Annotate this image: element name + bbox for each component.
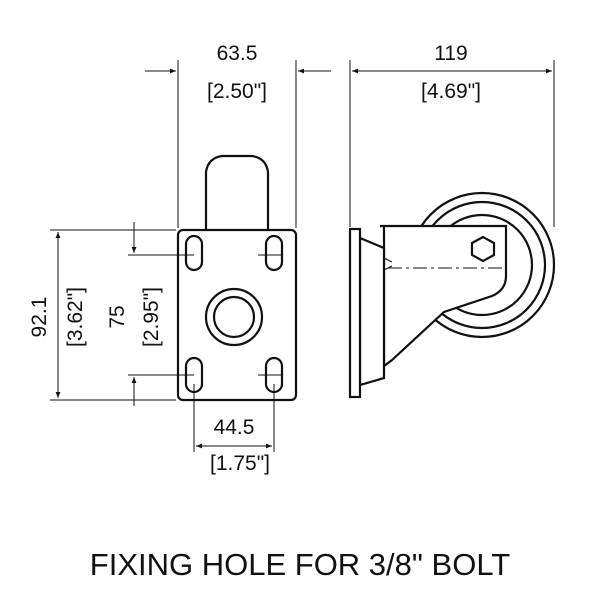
slot-hole-top-right bbox=[264, 234, 284, 272]
dimension-top-width: 63.5 [2.50"] bbox=[145, 42, 331, 228]
fork-bracket bbox=[380, 224, 508, 369]
hole-spacing-horizontal-mm: 44.5 bbox=[214, 416, 255, 439]
hole-spacing-horizontal-inch: [1.75"] bbox=[210, 452, 270, 475]
axle-nut bbox=[470, 235, 496, 263]
dimension-hole-spacing-horizontal: 44.5 [1.75"] bbox=[193, 384, 275, 475]
fixing-hole-caption: FIXING HOLE FOR 3/8" BOLT bbox=[90, 547, 510, 582]
wheel-top-outline bbox=[204, 154, 270, 230]
overall-height-mm: 119 bbox=[434, 42, 467, 65]
kingpin-inner-ring bbox=[212, 295, 256, 339]
slot-hole-top-left bbox=[184, 234, 204, 272]
overall-height-inch: [4.69"] bbox=[421, 80, 481, 103]
dimension-plate-height: 92.1 [3.62"] bbox=[28, 229, 176, 401]
swivel-housing bbox=[358, 236, 386, 387]
kingpin-outer-ring bbox=[204, 287, 264, 347]
mounting-plate bbox=[176, 228, 298, 402]
mounting-plate-edge bbox=[348, 227, 362, 399]
plate-height-inch: [3.62"] bbox=[64, 287, 87, 347]
caster-side-view bbox=[348, 191, 556, 399]
dimension-overall-height: 119 [4.69"] bbox=[349, 42, 555, 227]
top-width-mm: 63.5 bbox=[217, 42, 258, 65]
hole-spacing-vertical-mm: 75 bbox=[106, 305, 129, 328]
hole-spacing-vertical-inch: [2.95"] bbox=[140, 287, 163, 347]
plate-height-mm: 92.1 bbox=[28, 297, 51, 338]
plate-top-view bbox=[176, 154, 298, 402]
dimension-hole-spacing-vertical: 75 [2.95"] bbox=[106, 222, 282, 406]
top-width-inch: [2.50"] bbox=[207, 80, 267, 103]
